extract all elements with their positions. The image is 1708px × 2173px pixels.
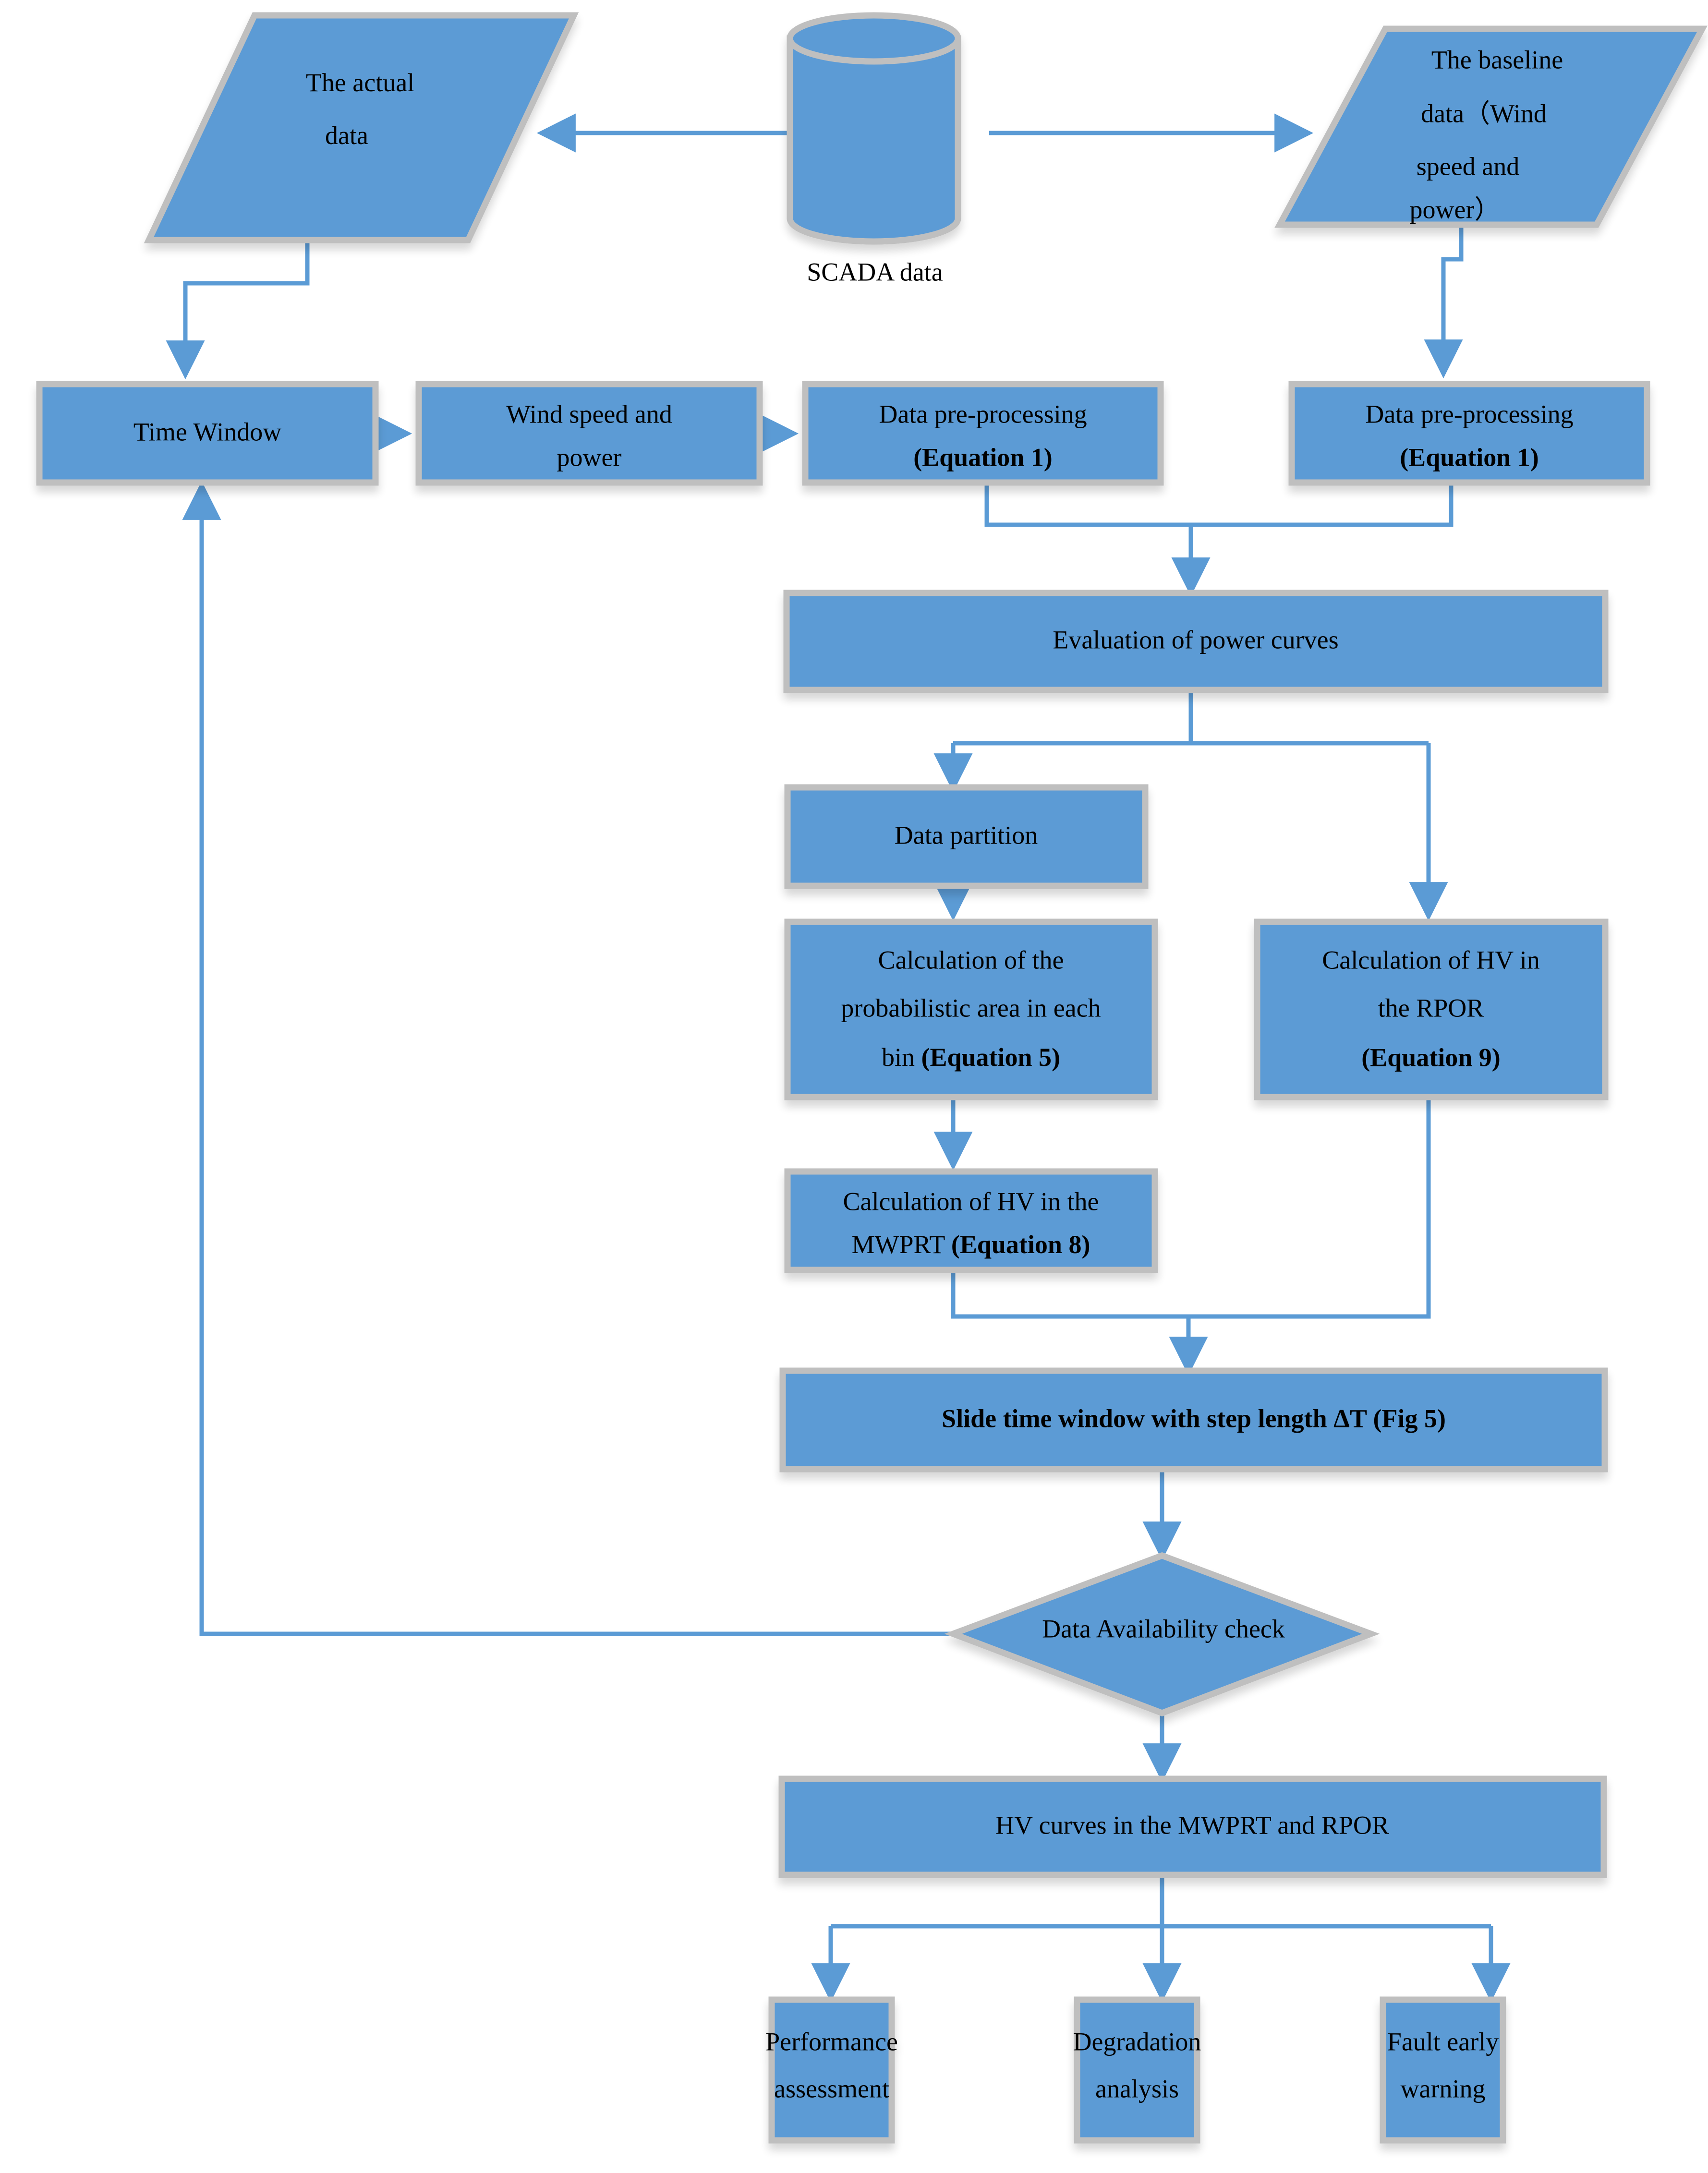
degradation-analysis-line1: Degradation [1073, 2027, 1201, 2056]
degradation-analysis-line2: analysis [1095, 2074, 1179, 2103]
node-data-preprocessing-left[interactable]: Data pre-processing (Equation 1) [802, 381, 1164, 486]
connector-hv-merge-bar [951, 1097, 1431, 1319]
node-scada-data[interactable] [787, 12, 961, 245]
baseline-data-label-line4: power） [1410, 195, 1501, 224]
scada-data-caption: SCADA data [807, 257, 943, 286]
node-data-availability-check[interactable]: Data Availability check [944, 1552, 1380, 1716]
node-slide-time-window[interactable]: Slide time window with step length ΔT (F… [779, 1367, 1608, 1473]
node-calc-hv-mwprt[interactable]: Calculation of HV in the MWPRT (Equation… [784, 1168, 1158, 1273]
node-fault-early-warning[interactable]: Fault early warning [1380, 1996, 1506, 2144]
node-performance-assessment[interactable]: Performance assessment [765, 1996, 898, 2144]
slide-time-window-label: Slide time window with step length ΔT (F… [942, 1404, 1446, 1433]
calc-prob-area-line3: bin (Equation 5) [882, 1043, 1060, 1072]
preprocessing-left-label: Data pre-processing [879, 399, 1087, 428]
wind-speed-label-line1: Wind speed and [506, 399, 672, 428]
calc-hv-mwprt-line1: Calculation of HV in the [843, 1187, 1099, 1216]
wind-speed-label-line2: power [557, 443, 622, 471]
preprocessing-left-equation: (Equation 1) [913, 443, 1053, 471]
calc-hv-rpor-line2: the RPOR [1378, 993, 1484, 1022]
calc-prob-area-line1: Calculation of the [878, 945, 1064, 974]
preprocessing-right-label: Data pre-processing [1365, 399, 1573, 428]
fault-early-warning-line2: warning [1401, 2074, 1486, 2103]
calc-hv-mwprt-line2: MWPRT (Equation 8) [852, 1230, 1090, 1259]
data-availability-check-label: Data Availability check [1042, 1614, 1285, 1643]
node-data-partition[interactable]: Data partition [784, 784, 1149, 889]
calc-prob-area-line2: probabilistic area in each [841, 993, 1101, 1022]
baseline-data-label-line3: speed and [1417, 152, 1519, 181]
connector-evaluation-split-bar [953, 690, 1429, 746]
preprocessing-right-equation: (Equation 1) [1400, 443, 1539, 471]
connector-actual-data-to-time-window [166, 240, 310, 380]
baseline-data-label-line2: data（Wind [1421, 99, 1547, 128]
connector-layer [166, 113, 1511, 2003]
node-calc-probabilistic-area[interactable]: Calculation of the probabilistic area in… [784, 918, 1158, 1100]
fault-early-warning-line1: Fault early [1387, 2027, 1499, 2056]
time-window-label: Time Window [133, 417, 281, 446]
evaluation-power-curves-label: Evaluation of power curves [1053, 625, 1338, 654]
node-evaluation-power-curves[interactable]: Evaluation of power curves [783, 590, 1609, 693]
performance-assessment-line1: Performance [765, 2027, 898, 2056]
performance-assessment-line2: assessment [774, 2074, 889, 2103]
data-partition-label: Data partition [895, 821, 1038, 849]
node-baseline-data[interactable]: The baseline data（Wind speed and power） [1274, 25, 1708, 228]
calc-hv-rpor-line1: Calculation of HV in [1322, 945, 1539, 974]
node-degradation-analysis[interactable]: Degradation analysis [1073, 1996, 1201, 2144]
connector-baseline-data-to-preprocessing-right [1424, 226, 1464, 379]
connector-availability-check-feedback-to-time-window [182, 481, 953, 1636]
calc-hv-rpor-equation: (Equation 9) [1361, 1043, 1501, 1072]
baseline-data-label-line1: The baseline [1431, 45, 1563, 74]
node-time-window[interactable]: Time Window [36, 381, 379, 486]
connector-preprocessing-merge-bar [984, 484, 1454, 527]
node-calc-hv-rpor[interactable]: Calculation of HV in the RPOR (Equation … [1254, 918, 1609, 1100]
node-data-preprocessing-right[interactable]: Data pre-processing (Equation 1) [1288, 381, 1650, 486]
hv-curves-label: HV curves in the MWPRT and RPOR [995, 1811, 1389, 1839]
node-wind-speed-and-power[interactable]: Wind speed and power [415, 381, 763, 486]
node-hv-curves[interactable]: HV curves in the MWPRT and RPOR [778, 1775, 1607, 1878]
